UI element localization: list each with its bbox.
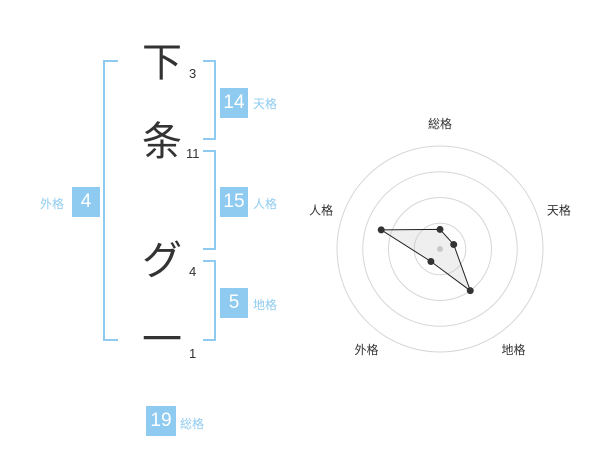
stroke-count-4: 1 xyxy=(189,346,197,361)
radar-series-shape xyxy=(379,228,472,293)
radar-center-dot xyxy=(437,246,443,252)
tenkaku-label: 天格 xyxy=(253,97,278,111)
radar-axis-label-4: 人格 xyxy=(309,202,333,217)
radar-point-1 xyxy=(450,241,458,249)
radar-ring-4 xyxy=(336,145,544,353)
name-char-1: 下 xyxy=(142,40,182,86)
radar-point-2 xyxy=(466,287,474,295)
radar-point-4 xyxy=(377,226,385,234)
chikaku-bracket xyxy=(203,260,216,341)
radar-ring-2 xyxy=(388,197,492,301)
tenkaku-bracket xyxy=(203,60,216,140)
gaikaku-value: 4 xyxy=(72,187,100,217)
gaikaku-bracket xyxy=(103,60,118,341)
chikaku-value: 5 xyxy=(220,288,248,318)
soukaku-value: 19 xyxy=(146,406,176,436)
chikaku-label: 地格 xyxy=(253,298,278,312)
radar-point-0 xyxy=(436,225,444,233)
tenkaku-value: 14 xyxy=(220,88,248,118)
radar-axis-label-2: 地格 xyxy=(501,342,525,357)
gaikaku-label: 外格 xyxy=(40,197,65,211)
jinkaku-bracket xyxy=(203,150,216,250)
radar-point-3 xyxy=(427,257,435,265)
jinkaku-value: 15 xyxy=(220,187,248,217)
radar-ring-1 xyxy=(413,222,467,276)
soukaku-label: 総格 xyxy=(180,417,205,431)
stroke-count-2: 11 xyxy=(186,146,200,161)
radar-axis-label-1: 天格 xyxy=(547,202,571,217)
stroke-count-1: 3 xyxy=(189,66,197,81)
name-char-4: 一 xyxy=(142,317,182,363)
name-char-3: グ xyxy=(142,238,182,284)
radar-axis-label-3: 外格 xyxy=(355,342,379,357)
name-char-2: 条 xyxy=(142,119,182,165)
radar-ring-3 xyxy=(362,171,518,327)
radar-axis-label-0: 総格 xyxy=(428,116,452,131)
stroke-count-3: 4 xyxy=(189,264,197,279)
jinkaku-label: 人格 xyxy=(253,197,278,211)
